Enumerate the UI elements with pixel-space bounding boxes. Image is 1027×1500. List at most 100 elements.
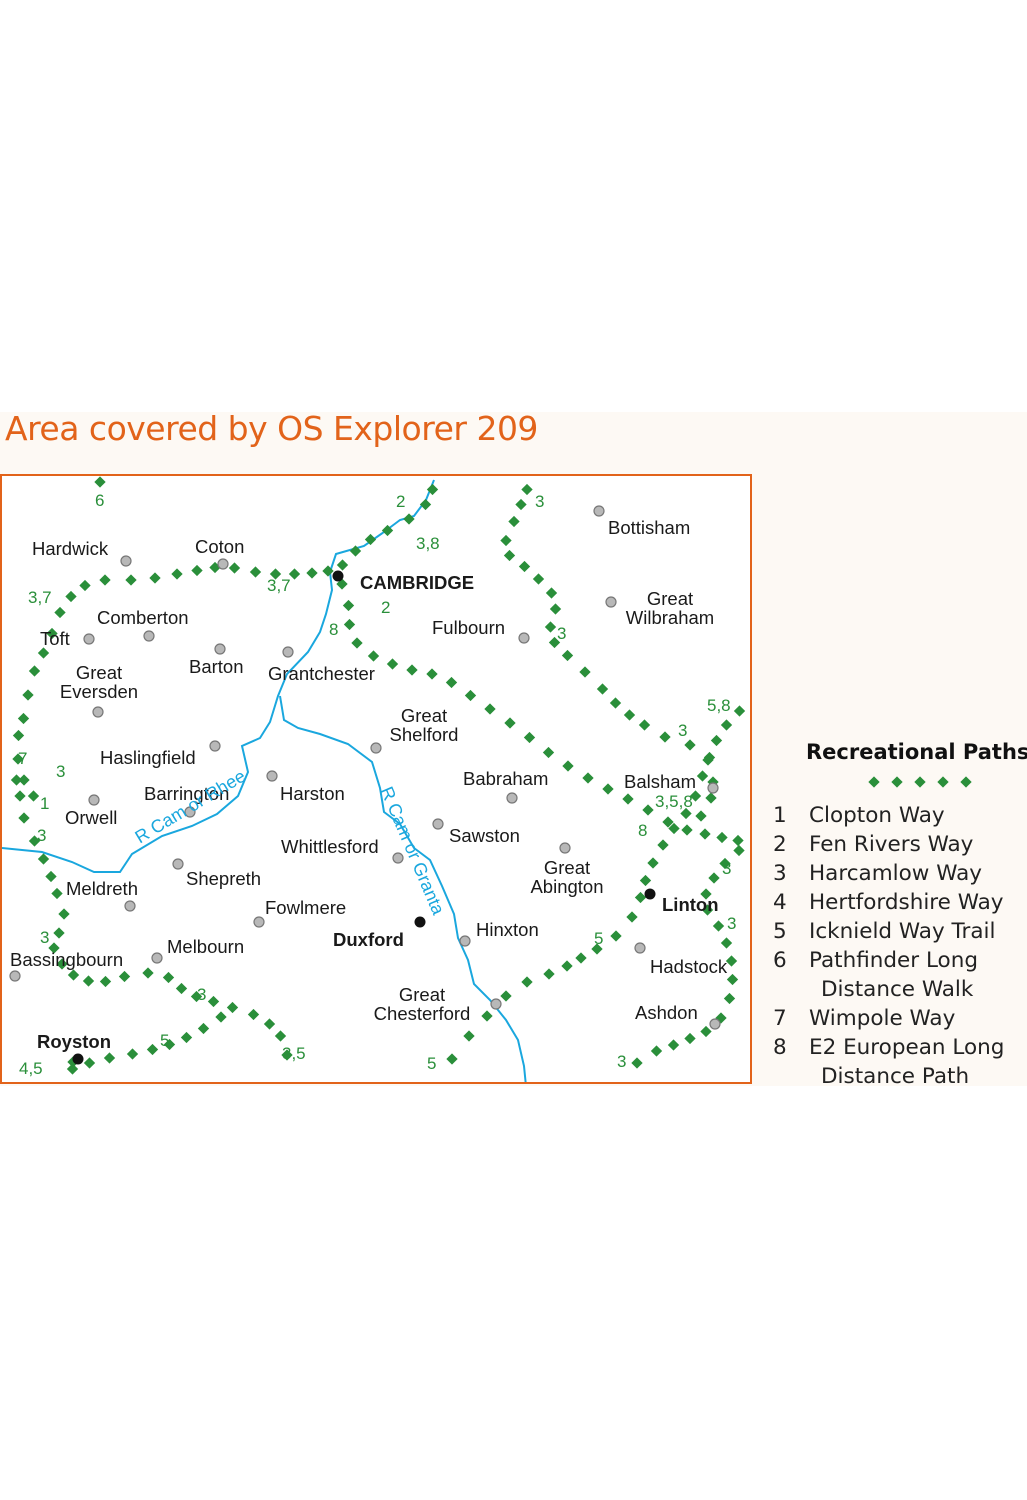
- path-marker: [591, 943, 603, 955]
- path-marker: [703, 751, 716, 764]
- path-marker: [720, 719, 733, 731]
- path-marker: [549, 603, 562, 615]
- path-marker: [45, 870, 57, 883]
- route-number: 3: [535, 492, 545, 511]
- path-marker: [48, 942, 60, 954]
- legend-item-number: 4: [773, 890, 787, 915]
- path-marker: [126, 1048, 139, 1060]
- path-marker: [710, 734, 723, 747]
- place-barrington: Barrington: [144, 783, 230, 804]
- map-canvas: [2, 476, 746, 1082]
- path-marker: [82, 975, 95, 987]
- path-marker: [445, 676, 458, 689]
- place-orwell: Orwell: [65, 807, 118, 828]
- path-marker: [426, 668, 438, 680]
- settlement-dot-great-eversden: [92, 706, 104, 718]
- place-hinxton: Hinxton: [476, 919, 539, 940]
- legend-item-number: 1: [773, 803, 787, 828]
- coverage-map[interactable]: Hardwick Coton CAMBRIDGE Bottisham Combe…: [0, 474, 752, 1084]
- path-marker: [306, 567, 318, 579]
- settlement-dot-hadstock: [634, 942, 646, 954]
- settlement-dot-bassingbourn: [9, 970, 21, 982]
- path-marker: [351, 637, 363, 649]
- place-haslingfield: Haslingfield: [100, 747, 196, 768]
- place-hadstock: Hadstock: [650, 956, 728, 977]
- place-comberton: Comberton: [97, 607, 189, 628]
- path-marker: [197, 1022, 210, 1035]
- route-number: 2: [396, 492, 406, 511]
- place-barton: Barton: [189, 656, 244, 677]
- settlement-dot-great-chesterford: [490, 998, 502, 1010]
- route-number: 3,7: [267, 576, 291, 595]
- path-marker: [662, 816, 674, 828]
- route-number: 5: [160, 1031, 170, 1050]
- settlement-dot-haslingfield: [209, 740, 221, 752]
- path-marker: [602, 783, 614, 795]
- path-marker: [720, 937, 733, 949]
- path-marker: [500, 990, 512, 1002]
- place-meldreth: Meldreth: [66, 878, 138, 899]
- path-marker: [708, 872, 720, 884]
- page-title: Area covered by OS Explorer 209: [5, 409, 538, 448]
- path-marker: [83, 1057, 96, 1069]
- path-marker: [723, 992, 736, 1005]
- legend-item-label: E2 European Long: [809, 1035, 1005, 1060]
- path-marker: [515, 498, 527, 511]
- settlement-dot-melbourn: [151, 952, 163, 964]
- place-fowlmere: Fowlmere: [265, 897, 347, 918]
- path-marker: [10, 774, 23, 786]
- legend: Recreational Paths 1 Clopton Way 2 Fen Riv…: [768, 740, 1027, 1091]
- route-number: 3,7: [28, 588, 52, 607]
- route-number: 3: [197, 985, 207, 1004]
- path-marker: [175, 982, 188, 995]
- path-marker: [103, 1052, 116, 1064]
- settlement-dot-whittlesford: [392, 852, 404, 864]
- path-marker: [642, 804, 654, 816]
- path-marker: [681, 824, 693, 836]
- path-marker: [12, 729, 25, 742]
- path-marker: [733, 844, 745, 857]
- path-marker: [463, 1030, 475, 1042]
- route-number: 3,5: [282, 1044, 306, 1063]
- place-shepreth: Shepreth: [186, 868, 262, 889]
- settlement-dot-toft: [83, 633, 95, 645]
- path-marker: [146, 1043, 159, 1056]
- legend-title: Recreational Paths: [806, 740, 1027, 764]
- settlement-dot-barrington: [184, 806, 196, 818]
- path-marker: [274, 1030, 287, 1042]
- legend-item-label: Fen Rivers Way: [809, 832, 974, 857]
- path-marker: [65, 590, 77, 603]
- legend-item-label: Clopton Way: [809, 803, 945, 828]
- route-number: 3: [722, 859, 732, 878]
- path-marker: [610, 930, 622, 942]
- path-marker: [484, 703, 496, 715]
- route-number: 8: [638, 821, 648, 840]
- path-marker: [27, 790, 40, 802]
- path-marker: [650, 1045, 663, 1057]
- route-number: 5: [427, 1054, 437, 1073]
- route-number: 3: [617, 1052, 627, 1071]
- path-marker: [281, 1049, 293, 1061]
- route-number: 7: [18, 749, 28, 768]
- path-marker: [523, 731, 536, 744]
- place-cambridge: CAMBRIDGE: [360, 572, 475, 593]
- path-marker: [699, 828, 711, 840]
- place-whittlesford: Whittlesford: [281, 836, 379, 857]
- settlement-dot-grantchester: [282, 646, 294, 658]
- route-number: 3: [40, 928, 50, 947]
- path-marker: [190, 990, 203, 1003]
- settlement-dot-duxford: [414, 916, 426, 928]
- path-marker: [716, 831, 728, 844]
- path-marker: [336, 559, 349, 571]
- place-bassingbourn: Bassingbourn: [10, 949, 124, 970]
- legend-item-label: Harcamlow Way: [809, 861, 982, 886]
- path-marker: [464, 689, 477, 702]
- path-marker: [342, 599, 355, 612]
- settlement-dot-babraham: [506, 792, 518, 804]
- legend-item-number: 2: [773, 832, 787, 857]
- path-marker: [403, 513, 415, 525]
- path-marker: [701, 904, 714, 916]
